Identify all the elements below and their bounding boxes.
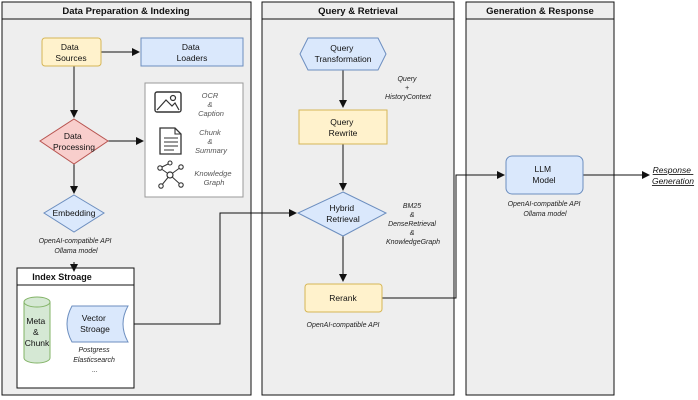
index-storage-title: Index Stroage [32, 272, 92, 282]
data-loaders-node: Data Loaders [140, 37, 244, 67]
column-title-gen: Generation & Response [486, 6, 594, 17]
column-title-query: Query & Retrieval [318, 6, 398, 17]
svg-text:Rerank: Rerank [329, 293, 357, 303]
tool-kg-label: Knowledge Graph [194, 169, 233, 187]
storage-backends-note: Postgress Elasticsearch ... [73, 347, 117, 374]
query-rewrite-node: Query Rewrite [298, 109, 388, 145]
response-generation-output: Response Generation [652, 165, 694, 186]
svg-text:Data Loaders: Data Loaders [177, 42, 208, 63]
meta-chunk-database: Meta & Chunk [23, 296, 51, 364]
query-transformation-node: Query Transformation [299, 37, 387, 71]
panel-generation-response: Generation & Response [465, 1, 615, 396]
svg-text:Data Sources: Data Sources [55, 42, 86, 63]
llm-api-note: OpenAI-compatible API Ollama model [508, 201, 583, 218]
svg-text:Embedding: Embedding [52, 208, 95, 218]
vector-storage-node: Vector Stroage [66, 305, 129, 343]
retrieval-methods-note: BM25 & DenseRetrieval & KnowledgeGraph [386, 203, 440, 246]
llm-model-node: LLM Model [505, 155, 584, 195]
svg-text:Query Transformation: Query Transformation [315, 43, 372, 64]
processing-tools-panel: OCR & Caption Chunk & Summary Knowledge … [144, 82, 244, 198]
query-context-note: Query + HistoryContext [385, 76, 432, 101]
data-processing-node: Data Processing [39, 118, 109, 165]
embedding-node: Embedding [43, 194, 105, 233]
document-icon [159, 127, 182, 155]
svg-text:Meta & Chunk: Meta & Chunk [25, 316, 50, 348]
tool-ocr-label: OCR & Caption [198, 91, 224, 118]
column-title-prep: Data Preparation & Indexing [62, 6, 189, 17]
svg-text:LLM Model: LLM Model [532, 164, 555, 185]
svg-text:Vector Stroage: Vector Stroage [80, 313, 110, 334]
svg-text:Data Processing: Data Processing [53, 131, 95, 152]
tool-chunk-label: Chunk & Summary [195, 128, 228, 155]
hybrid-retrieval-node: Hybrid Retrieval [296, 191, 388, 237]
connectors [70, 48, 650, 325]
svg-text:Query Rewrite: Query Rewrite [329, 117, 358, 138]
rerank-api-note: OpenAI-compatible API [307, 322, 380, 329]
knowledge-graph-icon [157, 160, 184, 189]
image-icon [154, 91, 182, 113]
svg-text:Hybrid Retrieval: Hybrid Retrieval [326, 203, 360, 224]
rerank-node: Rerank [304, 283, 383, 313]
data-sources-node: Data Sources [41, 37, 102, 67]
embedding-api-note: OpenAI-compatible API Ollama model [39, 238, 114, 255]
